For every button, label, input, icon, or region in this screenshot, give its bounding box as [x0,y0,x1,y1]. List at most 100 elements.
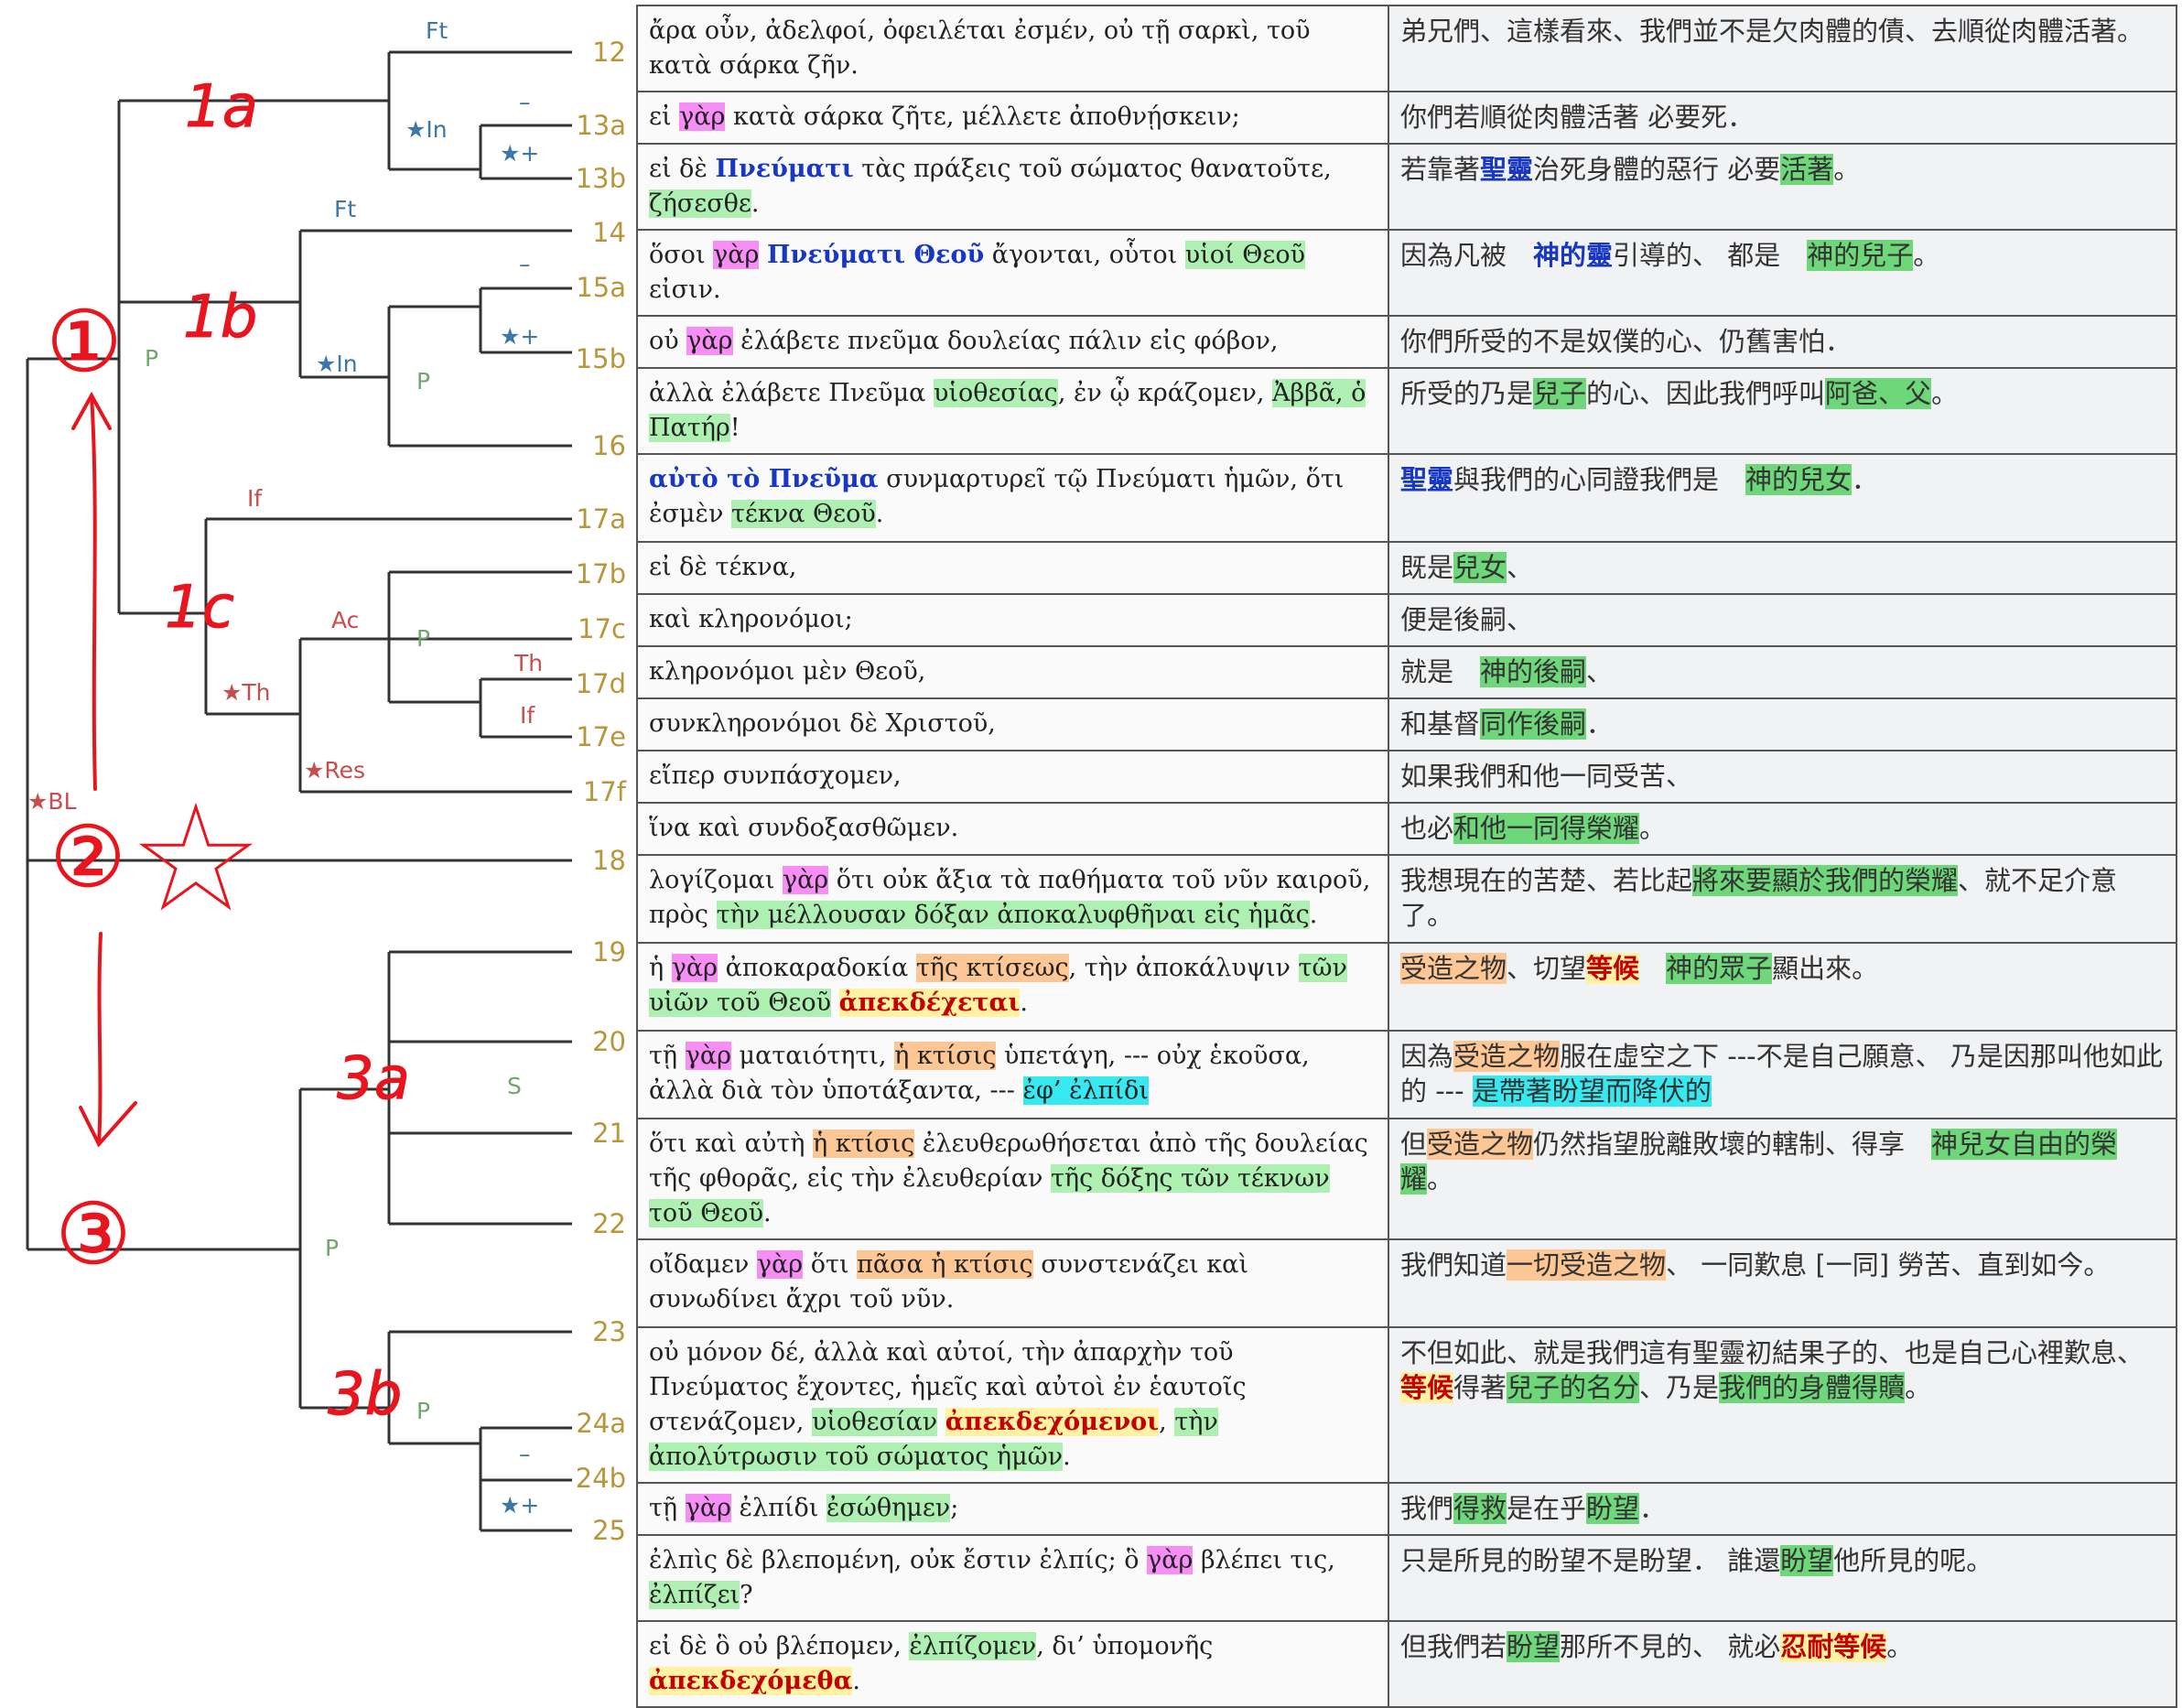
text-segment: Πνεύματι Θεοῦ [766,241,985,269]
text-segment: συνκληρονόμοι δὲ Χριστοῦ, [649,709,996,738]
highlighted-phrase: 一切受造之物 [1507,1249,1667,1281]
text-segment: 只是所見的盼望不是盼望． 誰還 [1400,1545,1781,1576]
highlighted-phrase: 受造之物 [1453,1041,1561,1072]
chinese-text-cell: 也必和他一同得榮耀。 [1388,802,2177,856]
relation-label: ★In [316,351,358,377]
relation-label: ★BL [27,788,77,815]
text-segment: 弟兄們、這樣看來、我們並不是欠肉體的債、去順從肉體活著。 [1400,16,2144,47]
text-segment: 既是 [1400,552,1454,583]
text-segment: 引導的、 都是 [1613,240,1808,271]
chinese-text-cell: 我想現在的苦楚、若比起將來要顯於我們的榮耀、就不足介意了。 [1388,854,2177,944]
chinese-text-cell: 不但如此、就是我們這有聖靈初結果子的、也是自己心裡歎息、等候得著兒子的名分、乃是… [1388,1326,2177,1484]
highlighted-phrase: γὰρ [671,954,718,982]
relation-label: ★Th [221,679,271,706]
chinese-text-cell: 受造之物、切望等候 神的眾子顯出來。 [1388,942,2177,1032]
text-segment: συνμαρτυρεῖ τῷ Πνεύματι ἡμῶν, ὅτι ἐσμὲν [649,465,1345,528]
chinese-text-cell: 因為受造之物服在虛空之下 ---不是自己願意、 乃是因那叫他如此的 --- 是帶… [1388,1030,2177,1119]
verse-row: ἡ γὰρ ἀποκαραδοκία τῆς κτίσεως, τὴν ἀποκ… [636,942,2177,1032]
text-segment: Πνεύματι [715,155,854,183]
highlighted-phrase: 活著 [1780,154,1834,185]
greek-text-cell: εἰ δὲ ὃ οὐ βλέπομεν, ἐλπίζομεν, δι’ ὑπομ… [636,1620,1389,1708]
greek-text-cell: ὅσοι γὰρ Πνεύματι Θεοῦ ἄγονται, οὗτοι υἱ… [636,229,1389,317]
text-segment: . [1020,989,1028,1017]
annotation-1a: 1a [185,73,258,141]
highlighted-phrase: πᾶσα ἡ κτίσις [857,1250,1033,1279]
relation-label: – [519,89,531,115]
text-segment: ． [1852,464,1879,495]
annotation-circle-3: ③ [56,1185,131,1283]
arrow-up [71,391,112,791]
text-segment: τὰς πράξεις τοῦ σώματος θανατοῦτε, [853,155,1332,183]
highlighted-phrase: 兒子的名分 [1507,1372,1640,1403]
text-segment: . [751,189,760,218]
text-segment: ． [1586,708,1614,740]
text-segment: 。 [1886,1631,1914,1662]
relation-label: ★+ [500,140,539,167]
greek-text-cell: οὐ μόνον δέ, ἀλλὰ καὶ αὐτοί, τὴν ἀπαρχὴν… [636,1326,1389,1484]
text-segment: 。 [1905,1372,1932,1403]
greek-text-cell: τῇ γὰρ ματαιότητι, ἡ κτίσις ὑπετάγη, ---… [636,1030,1389,1119]
relation-label: If [247,485,263,512]
greek-text-cell: εἰ γὰρ κατὰ σάρκα ζῆτε, μέλλετε ἀποθνῄσκ… [636,91,1389,145]
greek-text-cell: αὐτὸ τὸ Πνεῦμα συνμαρτυρεῖ τῷ Πνεύματι ἡ… [636,453,1389,543]
chinese-text-cell: 所受的乃是兒子的心、因此我們呼叫阿爸、父。 [1388,367,2177,455]
text-segment: 顯出來。 [1772,953,1879,984]
text-segment: καὶ κληρονόμοι; [649,605,853,633]
text-segment: 。 [1931,378,1959,409]
highlighted-phrase: 忍耐等候 [1780,1631,1887,1662]
verse-number: 14 [592,217,626,248]
highlighted-phrase: ἀπεκδεχόμεθα [649,1667,853,1695]
highlighted-phrase: ἡ κτίσις [812,1130,915,1158]
chinese-text-cell: 如果我們和他一同受苦、 [1388,750,2177,804]
highlighted-phrase: 得救 [1453,1493,1507,1524]
text-segment: ἐλπίδι [730,1494,826,1522]
verse-row: τῇ γὰρ ματαιότητι, ἡ κτίσις ὑπετάγη, ---… [636,1030,2177,1119]
chinese-text-cell: 便是後嗣、 [1388,593,2177,647]
text-segment [831,989,839,1017]
verse-number: 24a [576,1408,626,1439]
highlighted-phrase: 將來要顯於我們的榮耀 [1692,865,1959,896]
highlighted-phrase: 同作後嗣 [1480,708,1587,740]
greek-text-cell: κληρονόμοι μὲν Θεοῦ, [636,645,1389,699]
verse-row: ὅτι καὶ αὐτὴ ἡ κτίσις ἐλευθερωθήσεται ἀπ… [636,1118,2177,1240]
text-segment: 、 [1507,552,1534,583]
relation-label: P [145,345,158,372]
highlighted-phrase: γὰρ [686,327,733,355]
verse-number: 17e [576,721,626,752]
chinese-text-cell: 和基督同作後嗣． [1388,697,2177,751]
relation-label: S [507,1073,522,1099]
text-segment: . [762,1199,772,1227]
chinese-text-cell: 弟兄們、這樣看來、我們並不是欠肉體的債、去順從肉體活著。 [1388,5,2177,92]
text-segment: 若靠著 [1400,154,1481,185]
greek-text-cell: ἄρα οὖν, ἀδελφοί, ὀφειλέται ἐσμέν, οὐ τῇ… [636,5,1389,92]
greek-text-cell: οὐ γὰρ ἐλάβετε πνεῦμα δουλείας πάλιν εἰς… [636,315,1389,369]
highlighted-phrase: ἐσώθημεν [826,1494,951,1522]
relation-label: ★+ [500,1492,539,1519]
tree-lines [26,50,572,1532]
greek-text-cell: καὶ κληρονόμοι; [636,593,1389,647]
greek-text-cell: ἵνα καὶ συνδοξασθῶμεν. [636,802,1389,856]
greek-text-cell: λογίζομαι γὰρ ὅτι οὐκ ἄξια τὰ παθήματα τ… [636,854,1389,944]
annotation-3b: 3b [328,1361,402,1429]
chinese-text-cell: 既是兒女、 [1388,541,2177,595]
annotation-circle-1: ① [47,293,122,391]
text-segment: 。 [1639,813,1667,844]
text-segment: 但 [1400,1129,1428,1160]
highlighted-phrase: 和他一同得榮耀 [1453,813,1640,844]
verse-row: συνκληρονόμοι δὲ Χριστοῦ, 和基督同作後嗣． [636,697,2177,751]
relation-label: If [520,702,535,729]
highlighted-phrase: γὰρ [782,866,829,894]
greek-text-cell: ὅτι καὶ αὐτὴ ἡ κτίσις ἐλευθερωθήσεται ἀπ… [636,1118,1389,1240]
text-segment: 。 [1913,240,1940,271]
verse-number: 22 [592,1208,626,1239]
chinese-text-cell: 我們知道一切受造之物、 一同歎息 [一同] 勞苦、直到如今。 [1388,1238,2177,1328]
highlighted-phrase: 神的眾子 [1666,953,1773,984]
arrow-down [79,932,137,1148]
verse-number: 19 [592,936,626,968]
highlighted-phrase: τέκνα Θεοῦ [730,500,876,528]
verse-row: ὅσοι γὰρ Πνεύματι Θεοῦ ἄγονται, οὗτοι υἱ… [636,229,2177,317]
highlighted-phrase: υἱοί Θεοῦ [1184,241,1305,269]
text-segment: εἰ [649,103,680,131]
chinese-text-cell: 因為凡被 神的靈引導的、 都是 神的兒子。 [1388,229,2177,317]
verse-number: 15b [576,343,626,374]
